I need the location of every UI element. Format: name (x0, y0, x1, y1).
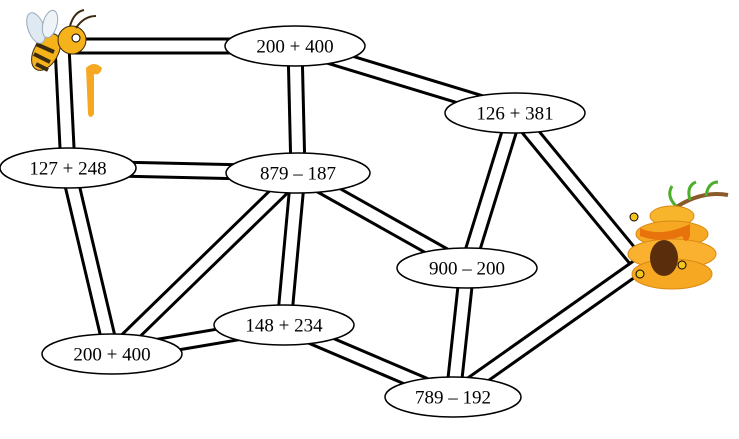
node-ellipse (0, 147, 137, 189)
node-label: 200 + 400 (256, 37, 333, 58)
node-label: 127 + 248 (29, 159, 106, 180)
node-label: 148 + 234 (245, 316, 323, 337)
node-label: 200 + 400 (73, 345, 150, 366)
node-b: 126 + 381 (444, 92, 586, 134)
node-label: 789 – 192 (415, 388, 491, 409)
node-a: 200 + 400 (224, 25, 366, 67)
node-ellipse (225, 152, 371, 194)
road-b-hive (510, 109, 645, 269)
node-c: 127 + 248 (0, 147, 137, 189)
road-a-d (289, 45, 304, 174)
road-c-g (62, 166, 118, 356)
node-ellipse (384, 376, 522, 418)
beehive-icon (627, 180, 729, 290)
bee-icon (26, 9, 102, 117)
node-ellipse (41, 333, 183, 375)
node-ellipse (396, 247, 538, 289)
road-d-f (278, 172, 304, 326)
node-g: 200 + 400 (41, 333, 183, 375)
node-label: 126 + 381 (476, 104, 553, 125)
node-d: 879 – 187 (225, 152, 371, 194)
node-ellipse (224, 25, 366, 67)
node-f: 148 + 234 (213, 304, 355, 346)
node-ellipse (213, 304, 355, 346)
node-e: 900 – 200 (396, 247, 538, 289)
nodes: 200 + 400 126 + 381 127 + 248 879 – 187 900 … (0, 25, 586, 418)
node-label: 879 – 187 (260, 164, 336, 185)
node-label: 900 – 200 (429, 259, 505, 280)
road-e-h (447, 267, 473, 398)
roads (53, 37, 647, 405)
node-h: 789 – 192 (384, 376, 522, 418)
road-b-e (461, 111, 521, 270)
road-d-g (108, 169, 302, 358)
road-h-hive (449, 260, 644, 402)
node-ellipse (444, 92, 586, 134)
